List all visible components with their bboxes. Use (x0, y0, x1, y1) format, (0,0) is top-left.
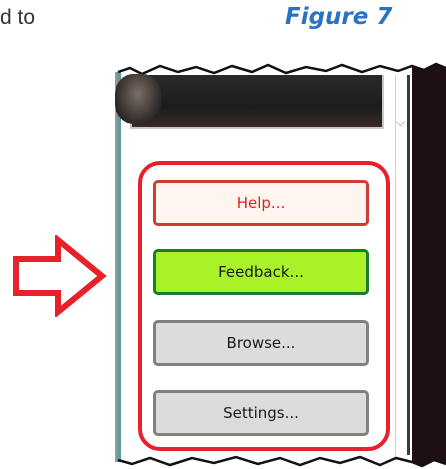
browse-button[interactable]: Browse... (153, 320, 369, 366)
page-text-fragment: d to (0, 6, 36, 29)
settings-button[interactable]: Settings... (153, 390, 369, 436)
right-arrow-outline-icon (13, 235, 107, 317)
feedback-button[interactable]: Feedback... (153, 249, 369, 295)
chevron-down-icon[interactable]: ⌵ (396, 115, 406, 129)
video-thumbnail[interactable] (130, 75, 384, 129)
figure-caption: Figure 7 (285, 4, 393, 30)
help-button[interactable]: Help... (153, 180, 369, 226)
highlighted-button-group (138, 161, 390, 451)
video-thumbnail-subject (115, 74, 161, 124)
